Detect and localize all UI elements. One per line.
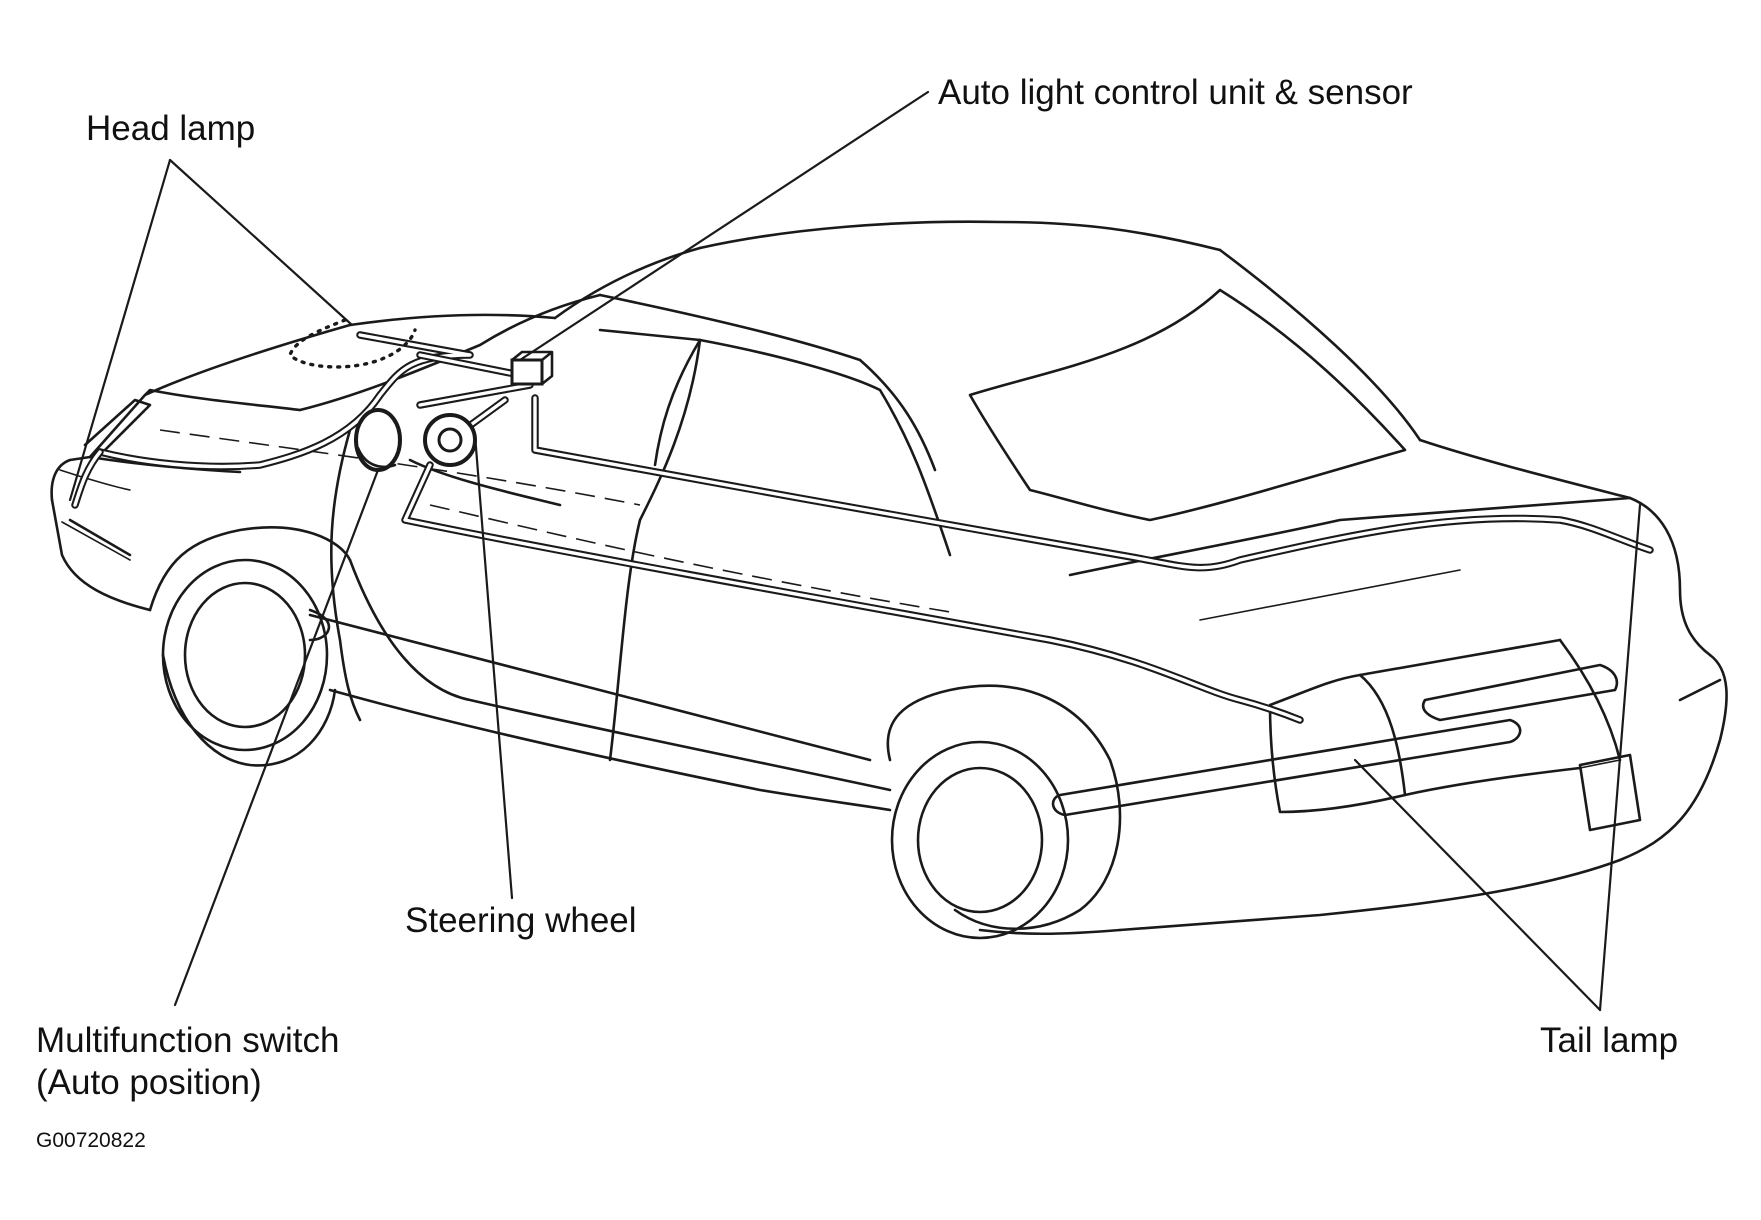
wiring-harness	[71, 331, 1654, 724]
leader-lines	[68, 90, 1642, 1012]
figure-code: G00720822	[36, 1129, 146, 1152]
steering-wheel-label: Steering wheel	[405, 901, 637, 940]
multifunction-switch-label: Multifunction switch	[36, 1021, 340, 1060]
car-body-outline	[50, 220, 1728, 940]
auto-light-control-label: Auto light control unit & sensor	[938, 73, 1413, 112]
multifunction-switch-part	[354, 408, 402, 472]
multifunction-switch-sublabel: (Auto position)	[36, 1063, 262, 1102]
auto-light-control-unit	[510, 350, 554, 386]
tail-lamp-label: Tail lamp	[1540, 1021, 1679, 1060]
head-lamp-dotted-outline	[288, 318, 417, 369]
steering-wheel-part	[423, 413, 477, 467]
head-lamp-label: Head lamp	[86, 109, 256, 148]
